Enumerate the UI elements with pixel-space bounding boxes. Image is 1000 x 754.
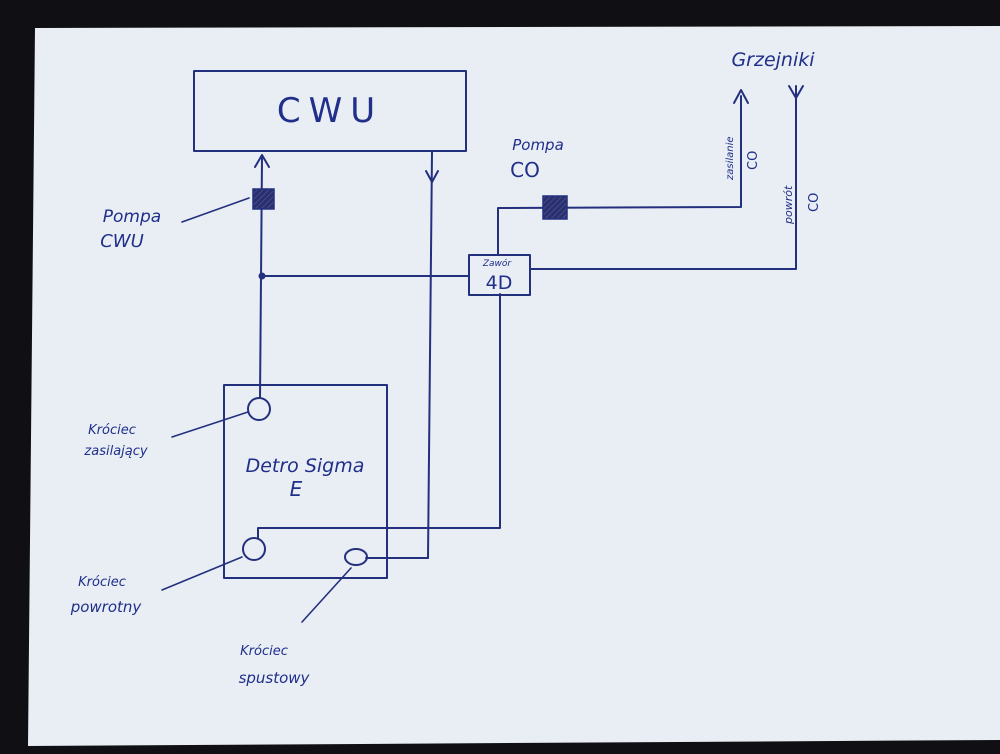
pump-co-label-line1: Pompa	[512, 136, 564, 154]
drain-port-label-line1: Króciec	[240, 644, 288, 659]
supply-port-leader	[171, 411, 249, 438]
co-supply-arrow-icon	[733, 89, 749, 104]
return-port-icon	[242, 537, 266, 561]
cwu-tank-box	[193, 70, 467, 152]
return-port-leader	[161, 556, 243, 591]
pump-cwu-leader	[181, 197, 250, 223]
drain-port-label-line2: spustowy	[239, 669, 311, 687]
pump-cwu-icon	[252, 188, 275, 210]
co-return-arrow-icon	[788, 85, 804, 99]
co-supply-label-line1: zasilanie	[725, 136, 736, 181]
co-return-pipe	[529, 85, 797, 270]
valve-label-line2: 4D	[486, 272, 513, 294]
co-return-label-line2: CO	[807, 193, 822, 212]
pump-co-label-line2: CO	[510, 158, 540, 182]
co-supply-pipe	[497, 95, 742, 256]
supply-port-label-line1: Króciec	[88, 423, 136, 438]
return-port-label-line1: Króciec	[78, 575, 126, 590]
boiler-label-line2: E	[290, 477, 303, 501]
cwu-label: CWU	[277, 91, 383, 131]
pump-cwu-label-line2: CWU	[100, 231, 144, 252]
pump-co-icon	[542, 195, 568, 220]
supply-port-label-line2: zasilający	[83, 444, 147, 459]
boiler-box	[223, 384, 388, 579]
drain-port-leader	[301, 567, 352, 623]
pump-cwu-label-line1: Pompa	[103, 207, 161, 227]
boiler-return-pipe	[257, 293, 501, 539]
boiler-label-line1: Detro Sigma	[246, 455, 365, 477]
cwu-supply-arrow-icon	[254, 154, 270, 168]
cwu-return-arrow-icon	[425, 170, 439, 183]
cwu-return-pipe	[427, 151, 433, 559]
return-port-label-line2: powrotny	[70, 598, 143, 616]
valve-label-line1: Zawór	[482, 258, 513, 269]
valve-4d-box	[468, 254, 531, 296]
co-return-label-line1: powrót	[782, 185, 795, 225]
co-supply-label-line2: CO	[746, 151, 761, 170]
paper-sheet	[28, 26, 1000, 746]
radiators-label: Grzejniki	[731, 49, 815, 71]
